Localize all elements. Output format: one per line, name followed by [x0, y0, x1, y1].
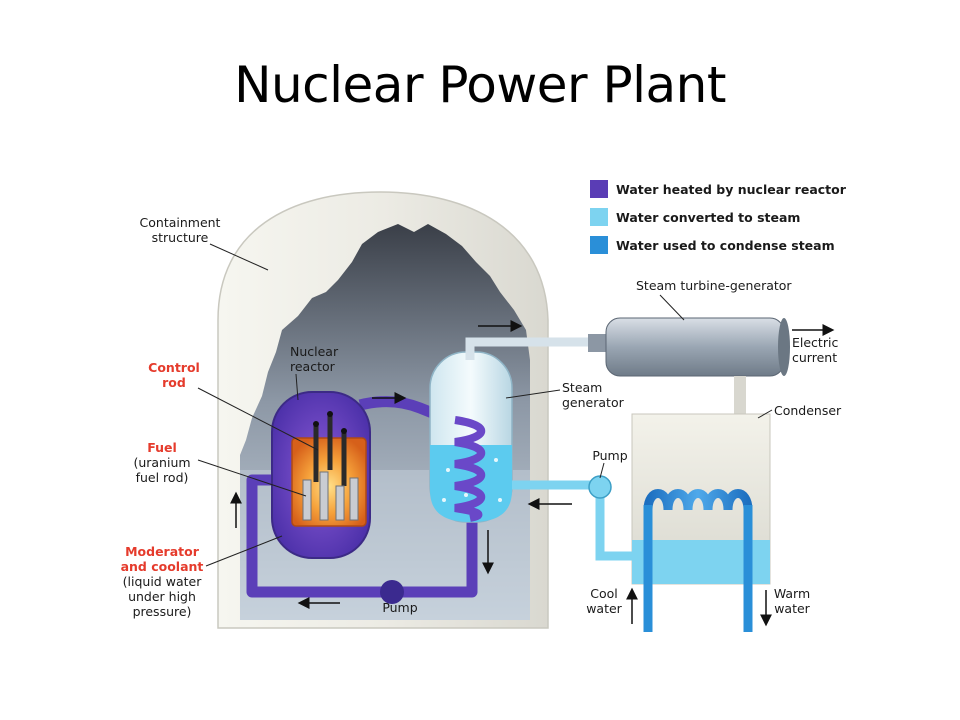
- flow-arrows: [230, 320, 835, 627]
- label-moderator-1: Moderator: [125, 544, 200, 559]
- label-condenser: Condenser: [774, 403, 842, 418]
- steam-turbine-generator: [588, 317, 790, 377]
- label-cool-water-1: Cool: [590, 586, 618, 601]
- control-rods: [313, 415, 347, 486]
- labels: Containment structure Nuclear reactor Co…: [121, 215, 842, 619]
- label-warm-water-1: Warm: [774, 586, 810, 601]
- label-fuel-1: Fuel: [147, 440, 177, 455]
- legend-swatch-condense: [590, 236, 608, 254]
- steam-line: [465, 337, 610, 360]
- legend-label-reactor: Water heated by nuclear reactor: [616, 182, 847, 197]
- label-moderator-2: and coolant: [121, 559, 204, 574]
- condenser: [631, 376, 771, 632]
- label-fuel-3: fuel rod): [136, 470, 189, 485]
- label-turbine: Steam turbine-generator: [636, 278, 792, 293]
- label-moderator-4: under high: [128, 589, 196, 604]
- label-containment-2: structure: [152, 230, 209, 245]
- label-steam-generator-1: Steam: [562, 380, 602, 395]
- legend-label-condense: Water used to condense steam: [616, 238, 835, 253]
- label-warm-water-2: water: [774, 601, 810, 616]
- label-nuclear-reactor-2: reactor: [290, 359, 336, 374]
- condenser-coil: [643, 489, 753, 511]
- leader-lines: [197, 243, 773, 567]
- condensate-pump: [588, 475, 612, 499]
- legend: Water heated by nuclear reactor Water co…: [590, 180, 847, 254]
- legend-swatch-steam: [590, 208, 608, 226]
- label-control-rod-1: Control: [148, 360, 200, 375]
- steam-generator-coil: [454, 416, 486, 522]
- label-nuclear-reactor-1: Nuclear: [290, 344, 339, 359]
- fuel-rods: [302, 471, 359, 521]
- condensate-line: [512, 480, 640, 561]
- label-steam-generator-2: generator: [562, 395, 625, 410]
- label-containment-1: Containment: [140, 215, 221, 230]
- label-electric-2: current: [792, 350, 837, 365]
- label-control-rod-2: rod: [162, 375, 186, 390]
- label-electric-1: Electric: [792, 335, 838, 350]
- label-fuel-2: (uranium: [133, 455, 190, 470]
- steam-generator: [429, 351, 513, 523]
- label-pump-left: Pump: [382, 600, 417, 615]
- legend-swatch-reactor: [590, 180, 608, 198]
- slide-title: Nuclear Power Plant: [234, 56, 726, 114]
- nuclear-reactor: [271, 391, 371, 559]
- label-moderator-5: pressure): [133, 604, 192, 619]
- label-cool-water-2: water: [586, 601, 622, 616]
- label-moderator-3: (liquid water: [123, 574, 203, 589]
- label-pump-right: Pump: [592, 448, 627, 463]
- primary-pump: [380, 580, 404, 604]
- legend-label-steam: Water converted to steam: [616, 210, 800, 225]
